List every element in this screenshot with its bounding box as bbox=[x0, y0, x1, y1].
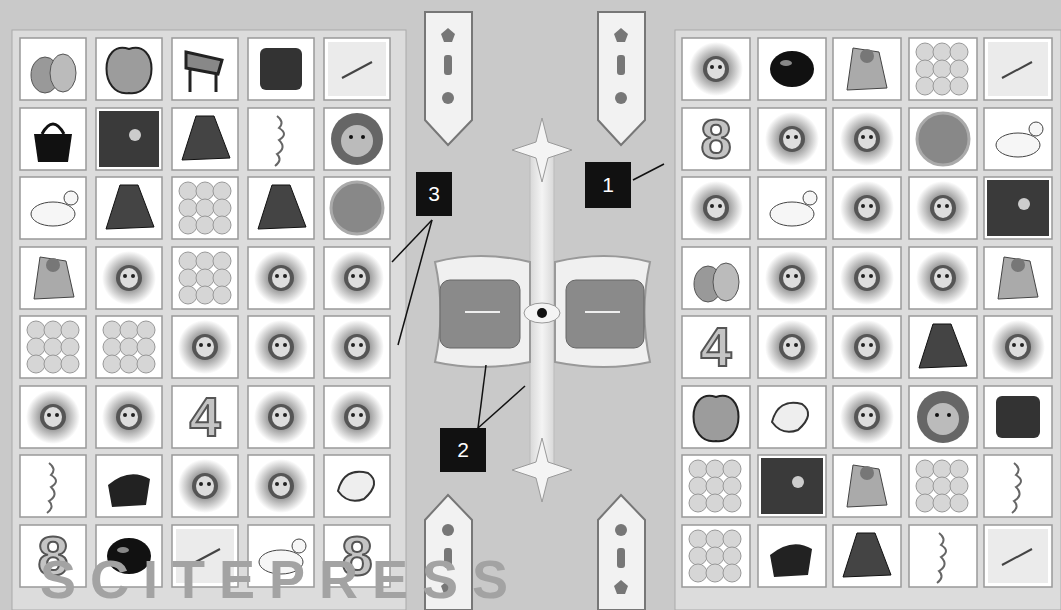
memory-card bbox=[909, 386, 977, 448]
memory-card bbox=[984, 108, 1052, 170]
memory-card bbox=[984, 455, 1052, 517]
memory-card bbox=[96, 38, 162, 100]
memory-card bbox=[96, 316, 162, 378]
memory-card bbox=[96, 177, 162, 239]
memory-card bbox=[248, 108, 314, 170]
memory-card bbox=[833, 316, 901, 378]
memory-card bbox=[758, 386, 826, 448]
memory-card bbox=[248, 455, 314, 517]
memory-card bbox=[172, 386, 238, 448]
memory-card bbox=[96, 455, 162, 517]
memory-card bbox=[172, 455, 238, 517]
memory-card bbox=[909, 455, 977, 517]
memory-card bbox=[20, 108, 86, 170]
memory-card bbox=[172, 316, 238, 378]
memory-card bbox=[20, 455, 86, 517]
memory-card bbox=[682, 386, 750, 448]
memory-card bbox=[20, 38, 86, 100]
memory-card bbox=[682, 455, 750, 517]
memory-card bbox=[984, 177, 1052, 239]
memory-card bbox=[758, 247, 826, 309]
memory-card bbox=[758, 316, 826, 378]
memory-card bbox=[984, 38, 1052, 100]
memory-card bbox=[324, 177, 390, 239]
memory-card bbox=[682, 108, 750, 170]
memory-card bbox=[758, 525, 826, 587]
memory-card bbox=[96, 247, 162, 309]
memory-card bbox=[248, 316, 314, 378]
memory-card bbox=[20, 247, 86, 309]
memory-card bbox=[248, 38, 314, 100]
memory-card bbox=[682, 525, 750, 587]
memory-card bbox=[984, 247, 1052, 309]
memory-card bbox=[682, 177, 750, 239]
callout-number: 1 bbox=[585, 162, 631, 208]
card-digit: 8 bbox=[682, 108, 750, 170]
memory-card bbox=[909, 108, 977, 170]
memory-card bbox=[682, 316, 750, 378]
memory-card bbox=[248, 247, 314, 309]
memory-card bbox=[833, 38, 901, 100]
memory-card bbox=[833, 108, 901, 170]
memory-card bbox=[96, 108, 162, 170]
callout-text: 1 bbox=[602, 173, 614, 197]
memory-card bbox=[172, 108, 238, 170]
memory-card bbox=[96, 386, 162, 448]
memory-card bbox=[324, 247, 390, 309]
memory-card bbox=[833, 386, 901, 448]
memory-card bbox=[909, 38, 977, 100]
memory-card bbox=[682, 38, 750, 100]
memory-card bbox=[909, 177, 977, 239]
memory-card bbox=[248, 177, 314, 239]
memory-card bbox=[909, 525, 977, 587]
memory-card bbox=[758, 108, 826, 170]
memory-card bbox=[172, 177, 238, 239]
memory-card bbox=[833, 177, 901, 239]
callout-number: 2 bbox=[440, 428, 486, 472]
memory-card bbox=[833, 247, 901, 309]
memory-card bbox=[909, 247, 977, 309]
callout-text: 3 bbox=[428, 182, 440, 206]
memory-card bbox=[833, 525, 901, 587]
memory-card bbox=[172, 38, 238, 100]
memory-card bbox=[324, 316, 390, 378]
memory-card bbox=[248, 386, 314, 448]
memory-card bbox=[324, 108, 390, 170]
card-digit: 4 bbox=[172, 386, 238, 448]
watermark: SCITEPRESS bbox=[40, 548, 522, 610]
memory-card bbox=[833, 455, 901, 517]
card-digit: 4 bbox=[682, 316, 750, 378]
memory-card bbox=[682, 247, 750, 309]
memory-card bbox=[324, 455, 390, 517]
memory-card bbox=[758, 177, 826, 239]
memory-card bbox=[984, 316, 1052, 378]
memory-card bbox=[172, 247, 238, 309]
memory-card bbox=[758, 38, 826, 100]
memory-card bbox=[20, 177, 86, 239]
memory-card bbox=[20, 316, 86, 378]
memory-card bbox=[324, 38, 390, 100]
callout-number: 3 bbox=[416, 172, 452, 216]
memory-card bbox=[20, 386, 86, 448]
memory-card bbox=[324, 386, 390, 448]
memory-card bbox=[984, 386, 1052, 448]
memory-card bbox=[758, 455, 826, 517]
memory-card bbox=[984, 525, 1052, 587]
memory-card bbox=[909, 316, 977, 378]
callout-text: 2 bbox=[457, 438, 469, 462]
